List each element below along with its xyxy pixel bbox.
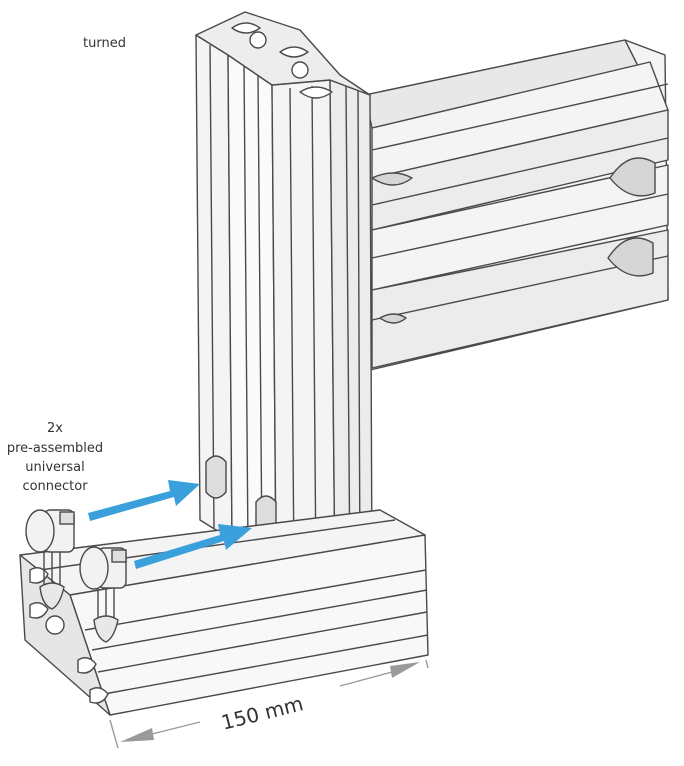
vertical-profile [195, 11, 373, 581]
arrow-right-icon [88, 480, 200, 521]
connector-label-line: connector [22, 479, 88, 494]
dimension-line [109, 659, 429, 749]
rear-horizontal-profile [364, 39, 669, 371]
connector-label-line: pre-assembled [7, 441, 103, 456]
connector-label: 2x pre-assembled universal connector [7, 421, 103, 494]
universal-connector-icon [79, 546, 127, 643]
orientation-label: turned [83, 36, 126, 51]
dimension-label: 150 mm [219, 691, 306, 734]
arrow-right-icon [134, 524, 252, 569]
universal-connector-icon [25, 509, 75, 610]
connector-label-line: 2x [47, 421, 63, 436]
connector-label-line: universal [25, 460, 84, 475]
